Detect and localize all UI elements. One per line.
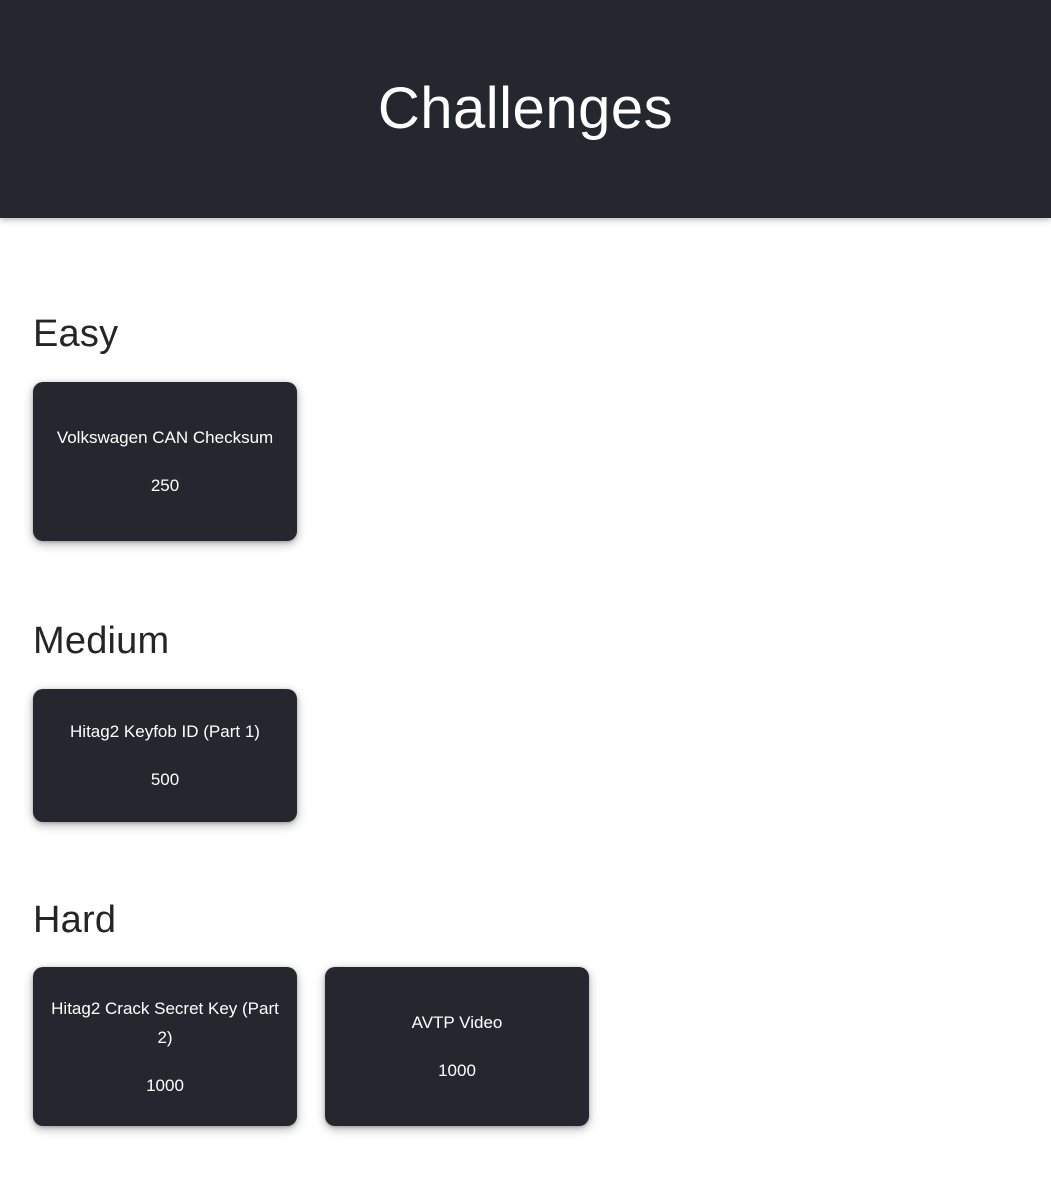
challenge-card-title: Hitag2 Keyfob ID (Part 1) (70, 721, 260, 741)
section-heading-medium: Medium (33, 619, 170, 662)
challenge-card-title: AVTP Video (411, 1013, 503, 1033)
challenges-main: Easy Volkswagen CAN Checksum 250 Medium … (0, 218, 1051, 1127)
page-header: Challenges (0, 0, 1051, 218)
section-medium: Medium Hitag2 Keyfob ID (Part 1) 500 (33, 541, 1051, 822)
card-row-easy: Volkswagen CAN Checksum 250 (33, 381, 1051, 541)
challenge-card-points: 500 (150, 769, 180, 789)
challenge-card-hitag2-crack-secret-key-part-2[interactable]: Hitag2 Crack Secret Key (Part 2) 1000 (33, 967, 297, 1127)
challenge-card-points: 1000 (146, 1075, 184, 1095)
page-title: Challenges (377, 76, 674, 141)
card-row-hard: Hitag2 Crack Secret Key (Part 2) 1000 AV… (33, 967, 1051, 1127)
challenge-card-hitag2-keyfob-id-part-1[interactable]: Hitag2 Keyfob ID (Part 1) 500 (33, 688, 297, 822)
section-hard: Hard Hitag2 Crack Secret Key (Part 2) 10… (33, 822, 1051, 1127)
section-heading-hard: Hard (33, 898, 117, 941)
challenge-card-points: 250 (150, 475, 180, 495)
challenge-card-title: Volkswagen CAN Checksum (56, 427, 274, 447)
section-easy: Easy Volkswagen CAN Checksum 250 (33, 218, 1051, 541)
section-heading-easy: Easy (33, 313, 119, 355)
challenge-card-title: Hitag2 Crack Secret Key (Part 2) (51, 998, 279, 1047)
challenge-card-points: 1000 (438, 1061, 476, 1081)
card-row-medium: Hitag2 Keyfob ID (Part 1) 500 (33, 688, 1051, 822)
challenge-card-volkswagen-can-checksum[interactable]: Volkswagen CAN Checksum 250 (33, 381, 297, 541)
challenge-card-avtp-video[interactable]: AVTP Video 1000 (325, 967, 589, 1127)
